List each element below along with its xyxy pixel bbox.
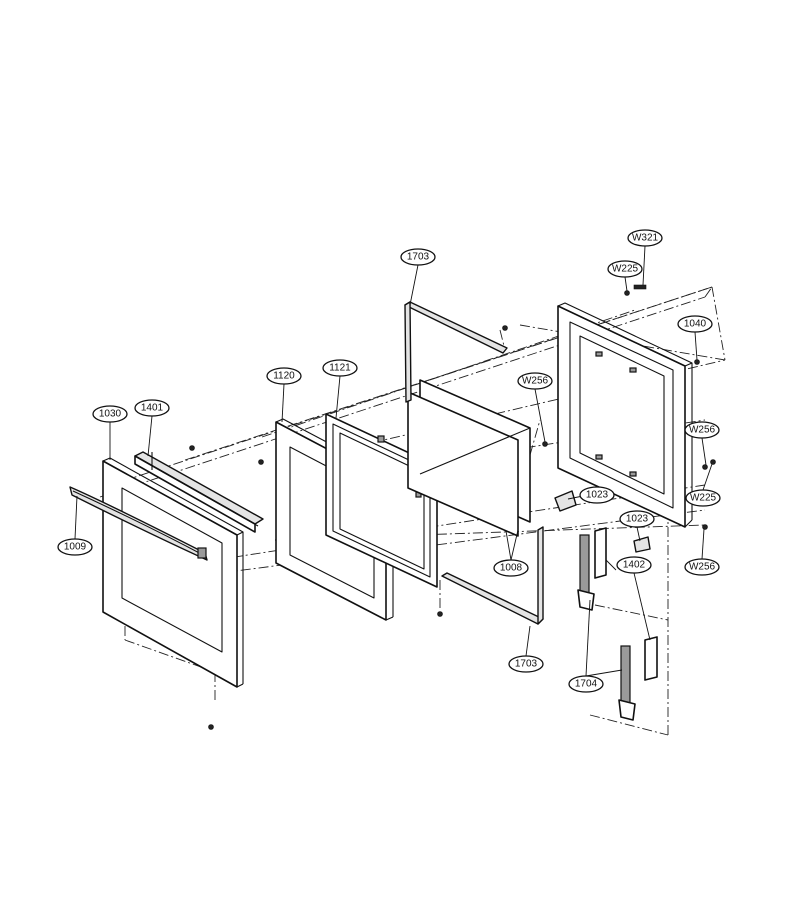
hinge-bracket-upper bbox=[594, 527, 607, 579]
callout-1402: 1402 bbox=[616, 556, 652, 574]
callout-w256-bottom: W256 bbox=[684, 558, 720, 576]
callout-1704: 1704 bbox=[568, 675, 604, 693]
bottom-door-gasket bbox=[441, 526, 544, 625]
callout-w225-right: W225 bbox=[685, 489, 721, 507]
callout-1023-lower-label: 1023 bbox=[626, 514, 649, 525]
outer-door-panel bbox=[102, 457, 244, 688]
callout-1040-label: 1040 bbox=[684, 319, 707, 330]
callout-1023-lower: 1023 bbox=[619, 510, 655, 528]
door-glass-panes bbox=[407, 379, 531, 537]
callout-1008: 1008 bbox=[493, 559, 529, 577]
callout-w256-center-label: W256 bbox=[522, 376, 549, 387]
callout-w256-right-label: W256 bbox=[689, 425, 716, 436]
callout-1030: 1030 bbox=[92, 405, 128, 423]
door-top-trim bbox=[134, 451, 264, 533]
callout-w225-top-label: W225 bbox=[612, 264, 639, 275]
callout-w256-right: W256 bbox=[684, 421, 720, 439]
callout-1009: 1009 bbox=[57, 538, 93, 556]
callout-w321: W321 bbox=[627, 229, 663, 247]
callout-w225-right-label: W225 bbox=[690, 493, 717, 504]
top-door-gasket bbox=[404, 301, 508, 403]
callout-w256-center: W256 bbox=[517, 372, 553, 390]
callout-1703-top-label: 1703 bbox=[407, 252, 430, 263]
callout-1009-label: 1009 bbox=[64, 542, 87, 553]
callout-1023-upper-label: 1023 bbox=[586, 490, 609, 501]
hinge-cover-lower bbox=[633, 536, 651, 553]
callout-1401-label: 1401 bbox=[141, 403, 164, 414]
hinge-lower bbox=[618, 645, 636, 721]
callout-w225-top: W225 bbox=[607, 260, 643, 278]
door-handle bbox=[69, 486, 208, 561]
hinge-bracket-lower bbox=[644, 636, 658, 681]
hinge-cover-upper bbox=[554, 490, 577, 512]
callout-1402-label: 1402 bbox=[623, 560, 646, 571]
callout-1121: 1121 bbox=[322, 359, 358, 377]
callout-1120-label: 1120 bbox=[273, 371, 295, 382]
callout-1023-upper: 1023 bbox=[579, 486, 615, 504]
callout-1401: 1401 bbox=[134, 399, 170, 417]
callout-1030-label: 1030 bbox=[99, 409, 122, 420]
callout-1704-label: 1704 bbox=[575, 679, 598, 690]
callout-1121-label: 1121 bbox=[329, 363, 351, 374]
callout-1008-label: 1008 bbox=[500, 563, 523, 574]
callout-1040: 1040 bbox=[677, 315, 713, 333]
callout-w256-bottom-label: W256 bbox=[689, 562, 716, 573]
callout-1703-bottom-label: 1703 bbox=[515, 659, 538, 670]
inner-door-frame bbox=[557, 302, 693, 528]
callout-1703-bottom: 1703 bbox=[508, 655, 544, 673]
callout-w321-label: W321 bbox=[632, 233, 659, 244]
callout-1120: 1120 bbox=[266, 367, 302, 385]
callout-1703-top: 1703 bbox=[400, 248, 436, 266]
hinge-upper bbox=[577, 534, 595, 611]
